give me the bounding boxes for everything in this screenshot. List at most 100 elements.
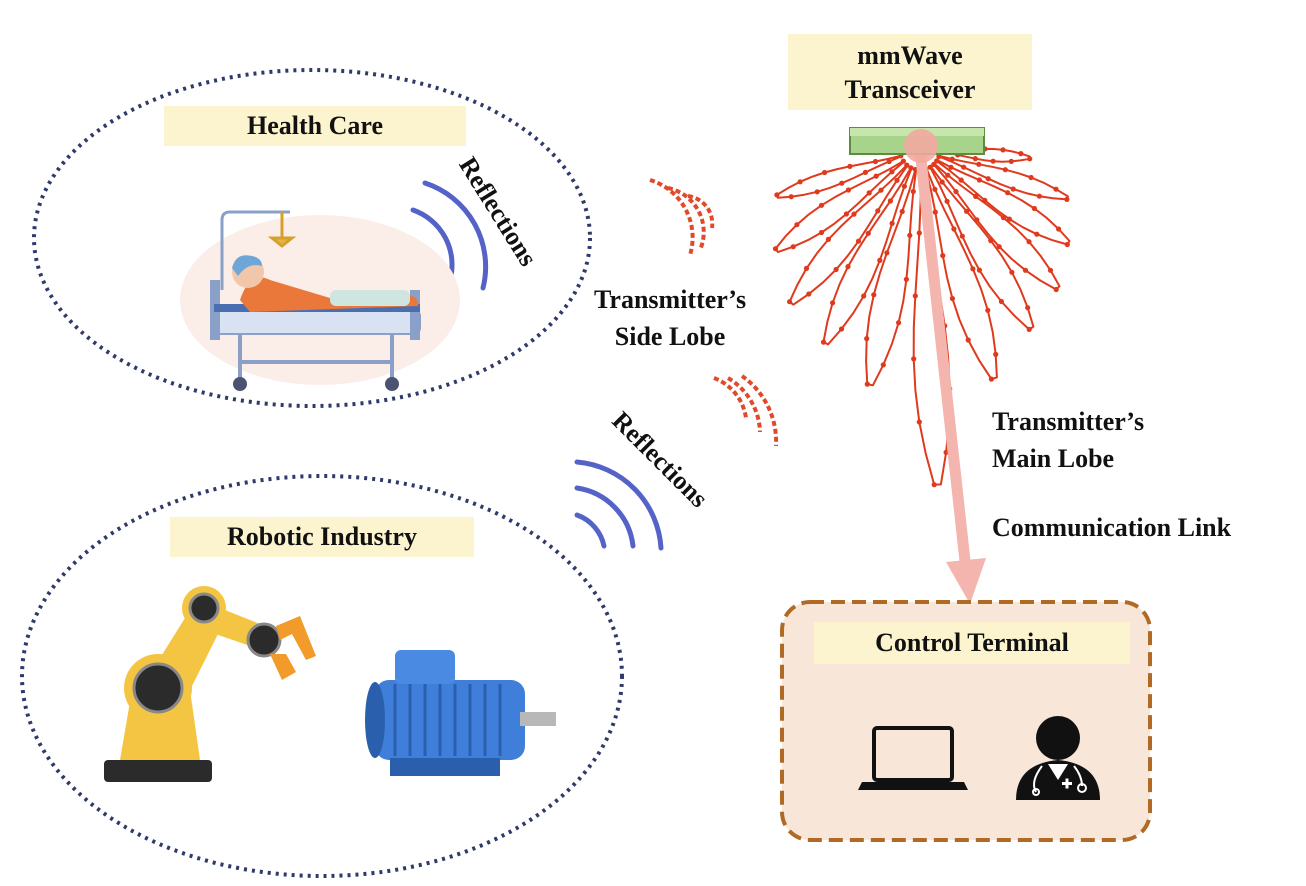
beam-sample-point	[985, 176, 991, 182]
beam-sample-point	[880, 362, 886, 368]
beam-sample-point	[1031, 205, 1037, 212]
beam-sample-point	[861, 293, 867, 299]
beam-sample-point	[943, 449, 949, 455]
beam-sample-point	[964, 208, 970, 214]
beam-sample-point	[797, 179, 803, 185]
beam-sample-point	[772, 246, 779, 252]
beam-sample-point	[976, 177, 983, 183]
beam-sample-point	[845, 264, 851, 270]
main-lobe-label-line2: Main Lobe	[992, 444, 1115, 474]
beam-sample-point	[982, 197, 988, 203]
beam-sample-point	[871, 292, 877, 298]
beam-sample-point	[974, 217, 980, 223]
beam-sample-point	[936, 153, 942, 160]
beam-sample-point	[1000, 147, 1006, 153]
beam-sample-point	[774, 192, 780, 198]
beam-lobe	[936, 159, 1071, 246]
beam-sample-point	[939, 179, 945, 185]
beam-sample-point	[976, 267, 983, 273]
beam-sample-point	[803, 265, 810, 271]
beam-sample-point	[961, 164, 967, 170]
beam-sample-point	[889, 169, 895, 175]
beam-sample-point	[1026, 326, 1032, 332]
beam-sample-point	[855, 238, 862, 244]
beam-sample-point	[900, 158, 907, 164]
beam-sample-point	[877, 257, 883, 263]
beam-lobe	[774, 160, 905, 254]
beam-sample-point	[1053, 186, 1059, 192]
electric-motor-illustration	[365, 650, 556, 776]
beam-sample-point	[965, 337, 971, 343]
beam-sample-point	[1005, 190, 1011, 196]
health-care-region	[32, 68, 592, 408]
beam-sample-point	[865, 230, 871, 236]
beam-sample-point	[998, 298, 1005, 305]
beam-sample-point	[851, 211, 857, 217]
beam-sample-point	[894, 177, 900, 183]
beam-sample-point	[1002, 167, 1008, 173]
beam-sample-point	[1034, 231, 1040, 237]
beam-sample-point	[910, 188, 916, 195]
beam-sample-point	[1064, 241, 1070, 248]
beam-sample-point	[843, 211, 850, 217]
beam-sample-point	[896, 320, 902, 326]
beam-sample-point	[814, 189, 820, 195]
beam-sample-point	[845, 187, 852, 193]
beam-sample-point	[1026, 239, 1032, 245]
beam-sample-point	[993, 351, 999, 357]
beam-sample-point	[1022, 267, 1029, 273]
beam-lobe	[865, 169, 918, 387]
side-lobe-arcs-upper	[649, 178, 715, 256]
beam-sample-point	[1006, 216, 1013, 222]
beam-sample-point	[976, 161, 982, 167]
transceiver-label-line2: Transceiver	[844, 75, 976, 104]
beam-sample-point	[864, 336, 870, 342]
beam-sample-point	[903, 276, 910, 282]
beam-sample-point	[944, 198, 950, 204]
beam-sample-point	[1056, 226, 1062, 232]
beam-sample-point	[872, 158, 879, 165]
beam-sample-point	[911, 356, 917, 362]
mmwave-transceiver-device	[849, 127, 985, 163]
side-lobe-label: Transmitter’s Side Lobe	[594, 284, 746, 352]
beam-sample-point	[1010, 186, 1016, 192]
beam-sample-point	[1064, 196, 1070, 202]
beam-sample-point	[907, 232, 913, 238]
beam-sample-point	[794, 222, 800, 228]
beam-sample-point	[959, 233, 965, 239]
reflection-arcs-bottom	[574, 459, 664, 551]
communication-link-arrow	[914, 149, 986, 604]
beam-sample-point	[1027, 156, 1033, 162]
beam-sample-point	[806, 291, 812, 297]
beam-sample-point	[934, 158, 940, 164]
health-care-label: Health Care	[164, 106, 466, 146]
robotic-industry-region	[20, 474, 624, 878]
side-lobe-arcs-lower	[713, 374, 779, 447]
beam-sample-point	[899, 208, 905, 215]
control-terminal-label: Control Terminal	[814, 622, 1130, 664]
beam-sample-point	[818, 229, 825, 236]
beam-sample-point	[790, 244, 796, 250]
beam-sample-point	[822, 169, 828, 176]
beam-sample-point	[875, 208, 881, 214]
beam-sample-point	[818, 202, 825, 208]
beam-sample-point	[1018, 151, 1024, 157]
beam-sample-point	[931, 161, 937, 167]
beam-sample-point	[839, 180, 845, 186]
beam-sample-point	[787, 299, 793, 305]
robotic-industry-label: Robotic Industry	[170, 517, 474, 557]
beam-sample-point	[1053, 286, 1059, 293]
beam-sample-point	[970, 266, 976, 272]
beam-sample-point	[945, 172, 951, 178]
beam-sample-point	[889, 220, 895, 226]
beam-sample-point	[884, 250, 890, 256]
beam-sample-point	[1047, 267, 1054, 273]
beam-sample-point	[886, 158, 892, 165]
side-lobe-label-line2: Side Lobe	[614, 322, 726, 352]
beam-sample-point	[820, 339, 827, 345]
beam-sample-point	[873, 173, 879, 179]
beam-sample-point	[948, 164, 954, 170]
beam-sample-point	[985, 307, 991, 313]
beam-sample-point	[825, 236, 832, 242]
robot-arm-illustration	[104, 586, 316, 782]
